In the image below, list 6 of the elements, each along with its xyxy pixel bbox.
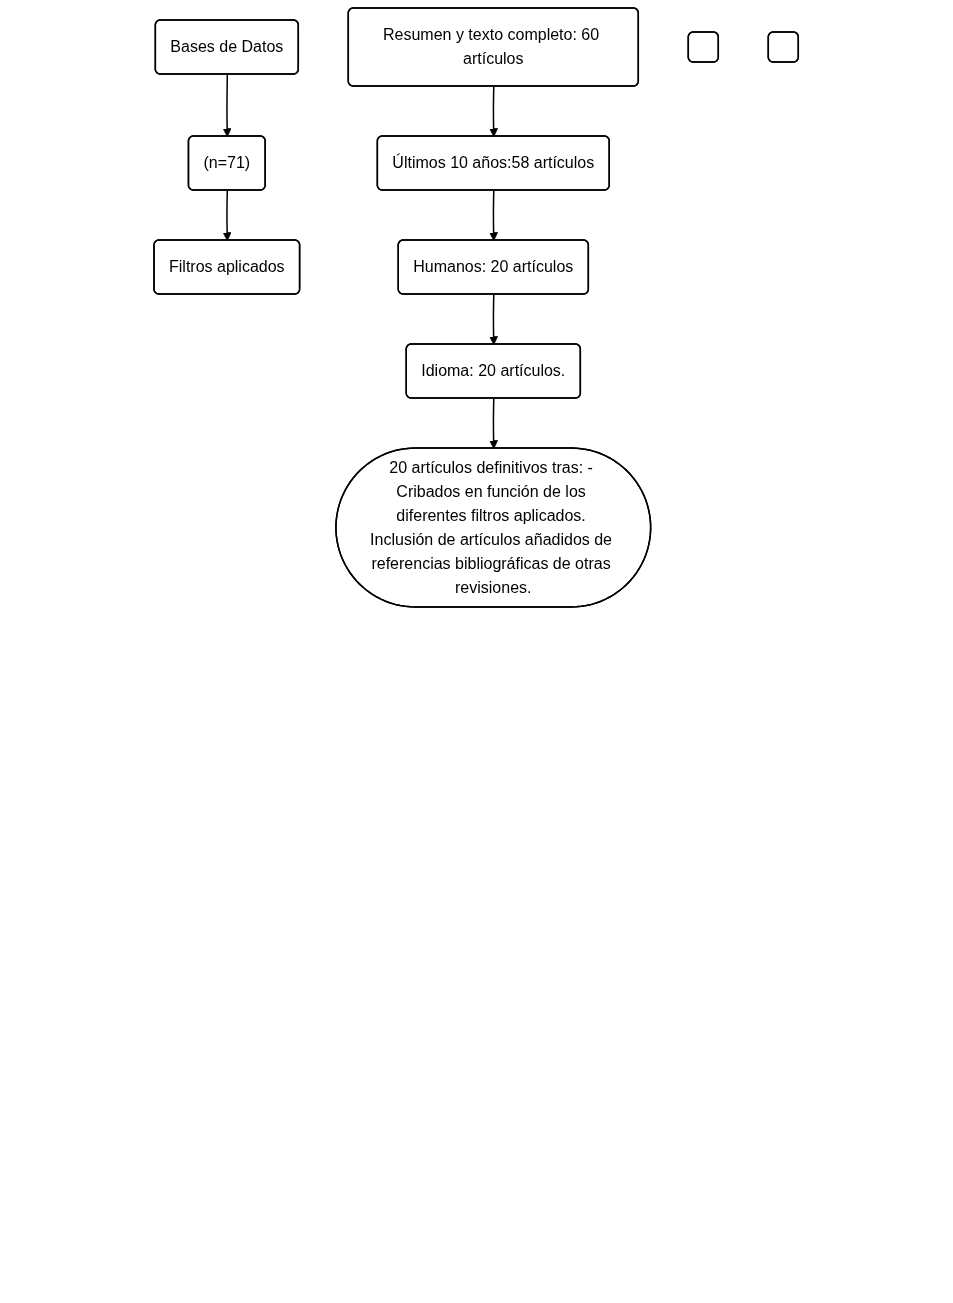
arrow <box>223 189 232 241</box>
arrow <box>223 73 232 137</box>
arrow <box>489 189 499 241</box>
arrow <box>489 293 499 345</box>
arrow <box>489 397 499 449</box>
arrow <box>489 85 499 137</box>
